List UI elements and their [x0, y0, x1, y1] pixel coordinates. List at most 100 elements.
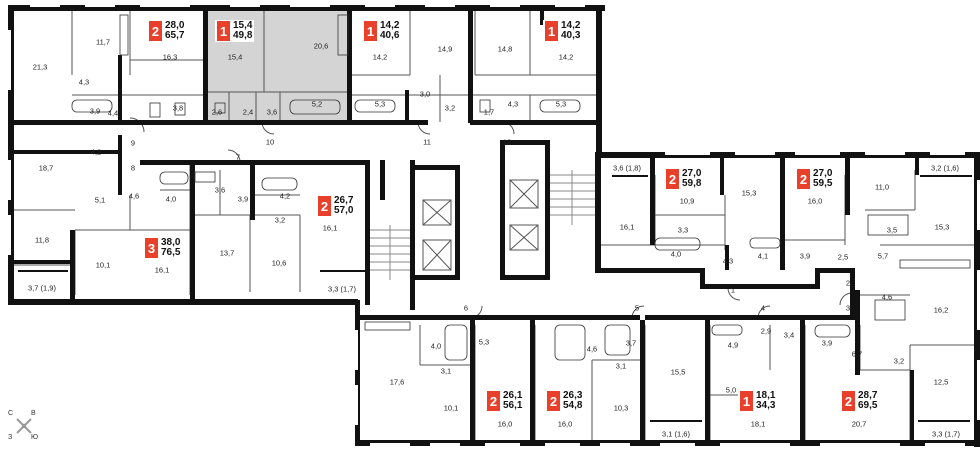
- room-area-label: 14,2: [372, 52, 388, 62]
- room-area-label: 16,2: [933, 305, 949, 315]
- room-area-label: 16,1: [154, 265, 170, 275]
- total-area-value: 40,6: [380, 30, 400, 41]
- room-area-label: 3: [845, 303, 851, 313]
- total-area-value: 40,3: [561, 30, 581, 41]
- room-area-label: 3,6 (1,8): [613, 163, 641, 173]
- room-area-label: 3,5: [886, 225, 898, 235]
- room-area-label: 13,7: [219, 248, 235, 258]
- room-area-label: 4,3: [78, 77, 90, 87]
- room-count-badge: 2: [666, 169, 679, 189]
- room-count-badge: 2: [547, 391, 560, 411]
- total-area-value: 56,1: [503, 400, 523, 411]
- room-area-label: 2,5: [837, 252, 849, 262]
- room-area-label: 15,3: [934, 222, 950, 232]
- room-area-label: 9: [130, 138, 136, 148]
- room-area-label: 3,7: [625, 338, 637, 348]
- room-count-badge: 2: [842, 391, 855, 411]
- room-area-label: 1,7: [483, 107, 495, 117]
- room-area-label: 3,1: [615, 361, 627, 371]
- room-area-label: 3,3 (1,7): [932, 429, 960, 439]
- room-area-label: 3,3: [677, 225, 689, 235]
- room-area-label: 8: [130, 163, 136, 173]
- room-area-label: 4,1: [757, 251, 769, 261]
- living-area-value: 26,7: [334, 195, 354, 206]
- room-area-label: 14,8: [497, 44, 513, 54]
- room-area-label: 4,0: [165, 194, 177, 204]
- room-area-label: 12: [502, 137, 512, 147]
- room-area-label: 5,3: [478, 337, 490, 347]
- room-area-label: 3,9: [89, 106, 101, 116]
- room-area-label: 3,1 (1,6): [662, 429, 690, 439]
- room-area-label: 21,3: [32, 62, 48, 72]
- room-area-label: 4,4: [107, 108, 119, 118]
- room-area-label: 16,1: [619, 222, 635, 232]
- room-area-label: 4,9: [727, 340, 739, 350]
- room-area-label: 16,0: [497, 419, 513, 429]
- living-area-value: 27,0: [813, 168, 833, 179]
- room-area-label: 3,6: [214, 185, 226, 195]
- total-area-value: 65,7: [165, 30, 185, 41]
- room-area-label: 4,3: [507, 99, 519, 109]
- total-area-value: 34,3: [756, 400, 776, 411]
- walls: [8, 5, 980, 447]
- room-area-label: 4,6: [128, 191, 140, 201]
- room-count-badge: 1: [545, 21, 558, 41]
- fixtures: [71, 14, 971, 361]
- room-area-label: 15,4: [227, 52, 243, 62]
- room-area-label: 2,6: [211, 107, 223, 117]
- room-area-label: 20,7: [851, 419, 867, 429]
- room-area-label: 16,0: [807, 196, 823, 206]
- room-area-label: 3,1: [440, 366, 452, 376]
- living-area-value: 28,0: [165, 20, 185, 31]
- room-area-label: 10,1: [95, 260, 111, 270]
- room-area-label: 2,4: [242, 107, 254, 117]
- room-count-badge: 1: [217, 21, 230, 41]
- room-area-label: 11,0: [874, 182, 890, 192]
- room-area-label: 10,6: [271, 258, 287, 268]
- room-area-label: 1: [730, 285, 736, 295]
- living-area-value: 28,7: [858, 390, 878, 401]
- room-area-label: 4,2: [90, 147, 102, 157]
- room-area-label: 4,3: [722, 256, 734, 266]
- compass: С В З Ю: [6, 410, 42, 446]
- room-area-label: 5,3: [555, 99, 567, 109]
- room-area-label: 5: [634, 303, 640, 313]
- compass-north: С: [8, 410, 14, 417]
- partition-lines: [10, 10, 975, 440]
- room-count-badge: 2: [318, 196, 331, 216]
- room-area-label: 15,3: [741, 188, 757, 198]
- room-area-label: 2: [845, 278, 851, 288]
- total-area-value: 57,0: [334, 205, 354, 216]
- room-area-label: 11,7: [95, 37, 111, 47]
- room-area-label: 3,3 (1,7): [328, 284, 356, 294]
- room-area-label: 3,2: [274, 215, 286, 225]
- living-area-value: 15,4: [233, 20, 253, 31]
- room-area-label: 18,1: [750, 419, 766, 429]
- room-area-label: 20,6: [313, 41, 329, 51]
- room-count-badge: 2: [487, 391, 500, 411]
- total-area-value: 59,8: [682, 178, 702, 189]
- room-area-label: 10,9: [679, 196, 695, 206]
- room-area-label: 3,2: [444, 103, 456, 113]
- room-area-label: 5,7: [877, 251, 889, 261]
